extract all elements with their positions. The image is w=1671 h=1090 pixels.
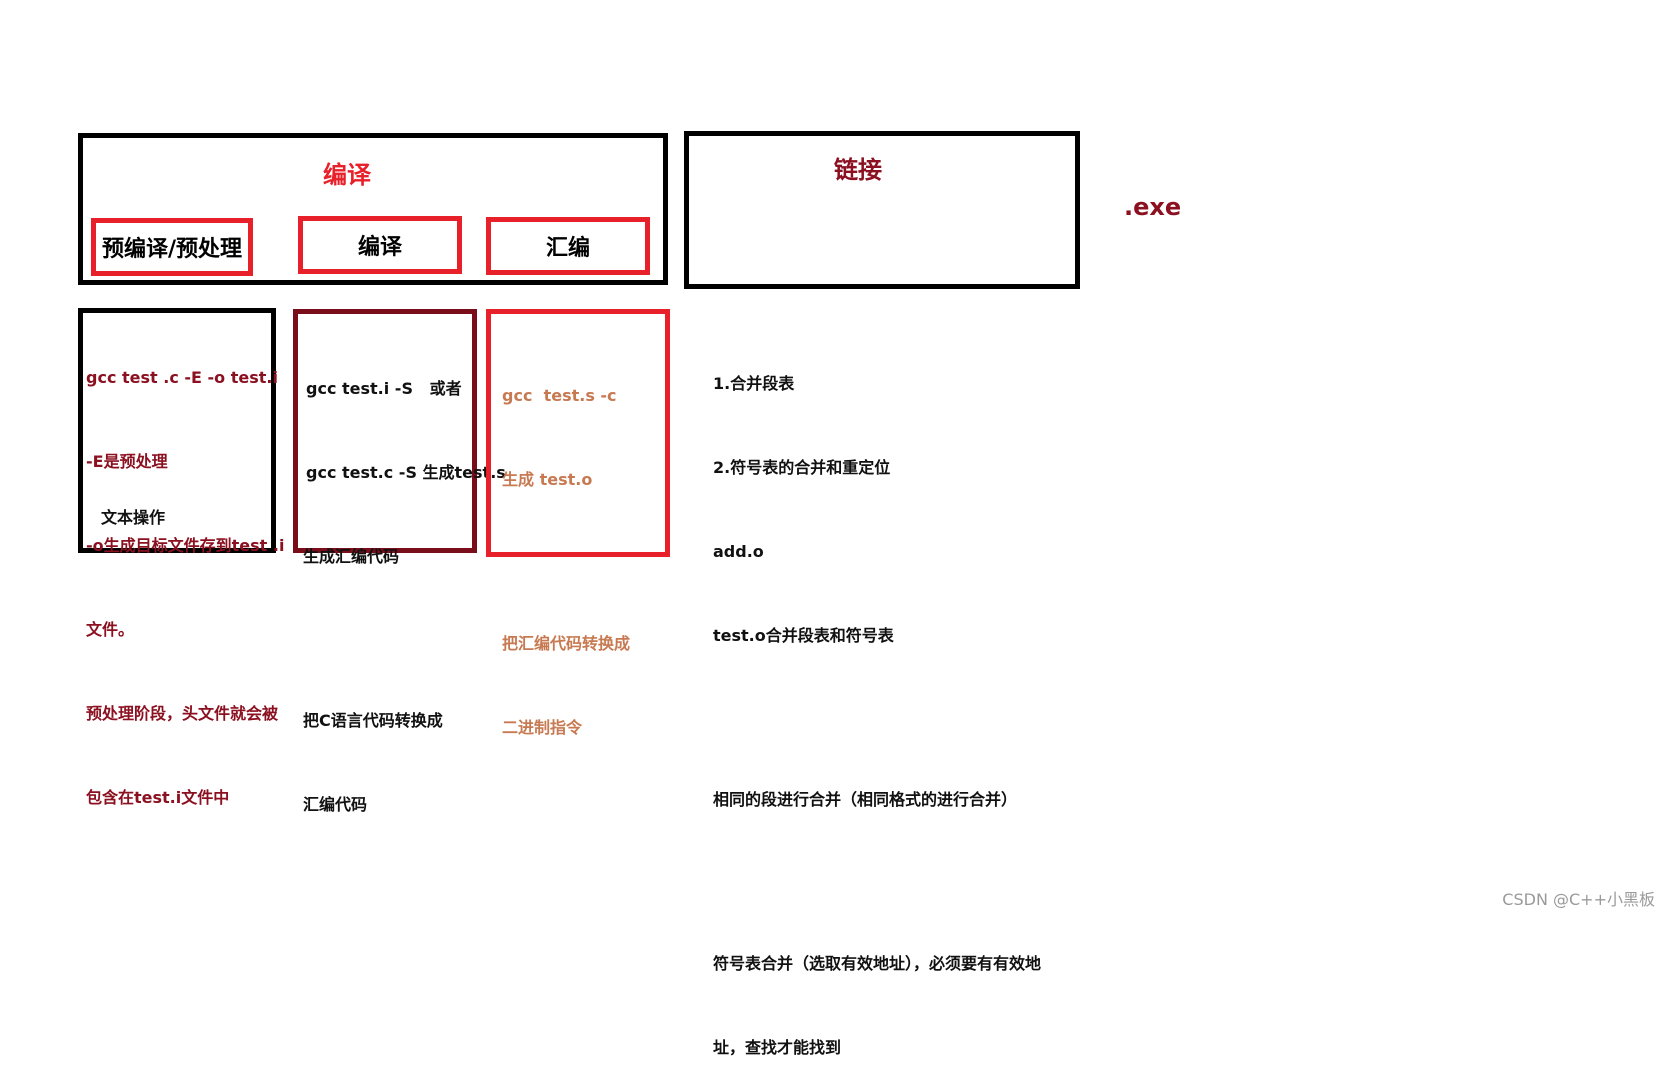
compile-group-title: 编译 <box>323 161 371 189</box>
stage-compile-label: 编译 <box>357 235 402 260</box>
note-line: 汇编代码 <box>303 795 368 814</box>
watermark: CSDN @C++小黑板 <box>1502 890 1655 909</box>
preprocess-notes: gcc test .c -E -o test.i -E是预处理 -o生成目标文件… <box>86 308 284 840</box>
note-line: -o生成目标文件存到test .i <box>86 536 285 555</box>
note-line: 把汇编代码转换成 <box>502 634 631 653</box>
note-line: 址，查找才能找到 <box>713 1038 842 1057</box>
stage-preprocess-label: 预编译/预处理 <box>101 237 243 262</box>
link-group-box <box>684 131 1080 289</box>
note-line: 相同的段进行合并（相同格式的进行合并） <box>713 790 1018 809</box>
note-line: 把C语言代码转换成 <box>303 711 443 730</box>
note-line: -E是预处理 <box>86 452 168 471</box>
stage-assemble-label: 汇编 <box>545 236 590 261</box>
note-line <box>713 870 1041 894</box>
note-line: 预处理阶段，头文件就会被 <box>86 704 279 723</box>
note-line: gcc test .c -E -o test.i <box>86 368 278 387</box>
note-line: 文件。 <box>86 620 135 639</box>
note-line: 2.符号表的合并和重定位 <box>713 458 891 477</box>
link-group-title: 链接 <box>834 156 882 184</box>
note-line: gcc test.s -c <box>502 386 617 405</box>
link-notes: 1.合并段表 2.符号表的合并和重定位 add.o test.o合并段表和符号表… <box>713 314 1041 1090</box>
preprocess-notes-box <box>78 308 276 553</box>
note-line: add.o <box>713 542 764 561</box>
note-line: 二进制指令 <box>502 718 583 737</box>
note-line <box>303 627 506 651</box>
note-line: 1.合并段表 <box>713 374 795 393</box>
stage-assemble: 汇编 <box>486 217 650 275</box>
note-line: gcc test.i -S 或者 <box>306 379 462 398</box>
compile-group-box <box>78 133 668 285</box>
note-line: 包含在test.i文件中 <box>86 788 230 807</box>
assemble-notes: gcc test.s -c 生成 test.o 把汇编代码转换成 二进制指令 <box>502 326 630 770</box>
stage-compile: 编译 <box>298 216 462 274</box>
note-line: 生成 test.o <box>502 470 593 489</box>
stage-preprocess: 预编译/预处理 <box>91 218 253 276</box>
assemble-notes-box <box>486 309 670 557</box>
note-line: 符号表合并（选取有效地址），必须要有有效地 <box>713 954 1042 973</box>
compile-notes-box <box>293 309 477 553</box>
note-line <box>713 706 1041 730</box>
compile-notes: gcc test.i -S 或者 gcc test.c -S 生成test.s … <box>303 319 506 847</box>
preprocess-footer: 文本操作 <box>101 508 166 527</box>
note-line: gcc test.c -S 生成test.s <box>306 463 506 482</box>
note-line: 生成汇编代码 <box>303 547 400 566</box>
note-line <box>502 550 630 574</box>
note-line: test.o合并段表和符号表 <box>713 626 894 645</box>
exe-label: .exe <box>1124 193 1182 221</box>
